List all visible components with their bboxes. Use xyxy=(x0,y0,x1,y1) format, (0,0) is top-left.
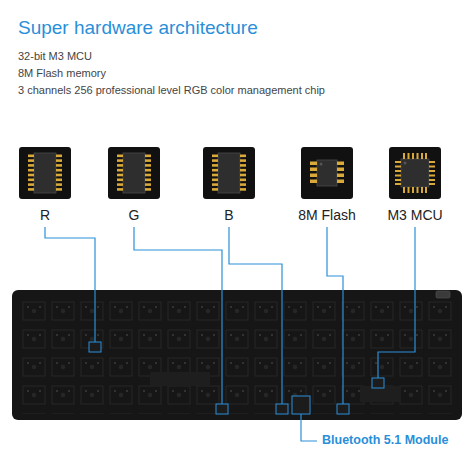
pcb-board xyxy=(12,290,462,420)
chip-node: G xyxy=(108,147,160,223)
chip-icon-area xyxy=(203,147,255,199)
chip-icon-area xyxy=(301,147,353,199)
spec-line: 8M Flash memory xyxy=(18,67,106,79)
leader-line xyxy=(45,227,415,441)
chip-node: B xyxy=(203,147,255,223)
module-callout: Bluetooth 5.1 Module xyxy=(322,433,448,447)
spec-line: 32-bit M3 MCU xyxy=(18,50,92,62)
pcb-chip-highlight xyxy=(89,342,384,414)
chip-label: 8M Flash xyxy=(298,207,356,223)
page-title: Super hardware architecture xyxy=(18,17,258,39)
chip-node: 8M Flash xyxy=(296,147,358,223)
chip-label: R xyxy=(40,207,50,223)
chip-icon xyxy=(203,147,255,199)
chip-label: G xyxy=(129,207,140,223)
chip-icon xyxy=(389,147,441,199)
spec-line: 3 channels 256 professional level RGB co… xyxy=(18,84,325,96)
chip-icon-area xyxy=(19,147,71,199)
chip-icon-area xyxy=(108,147,160,199)
chip-node: M3 MCU xyxy=(385,147,444,223)
chip-icon xyxy=(19,147,71,199)
chip-node: R xyxy=(19,147,71,223)
chip-label: M3 MCU xyxy=(387,207,442,223)
chip-label: B xyxy=(224,207,233,223)
chip-icon xyxy=(301,147,353,199)
chip-icon-area xyxy=(389,147,441,199)
chip-icon xyxy=(108,147,160,199)
